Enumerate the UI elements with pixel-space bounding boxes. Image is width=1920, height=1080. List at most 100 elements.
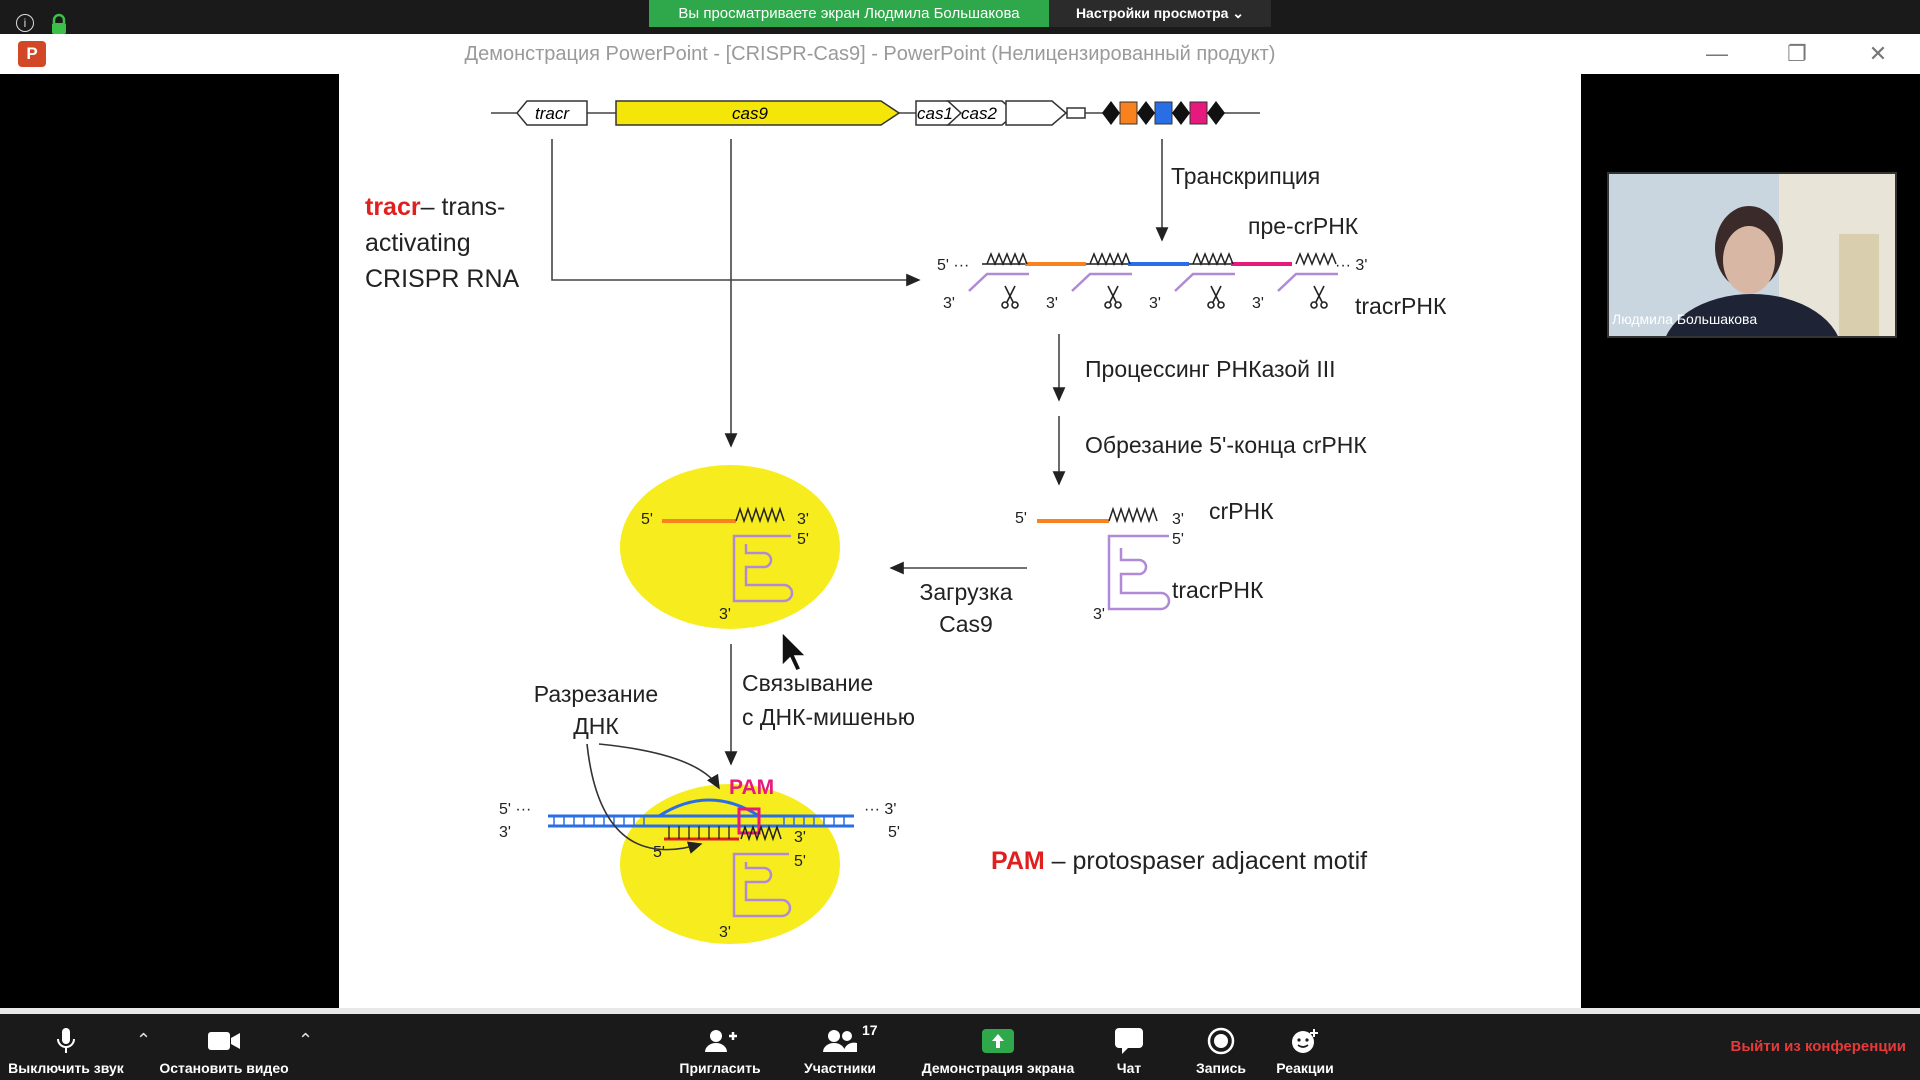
svg-text:с ДНК-мишенью: с ДНК-мишенью xyxy=(742,704,915,730)
add-person-icon xyxy=(703,1024,737,1058)
chat-button[interactable]: Чат xyxy=(1094,1014,1164,1080)
reactions-button[interactable]: Реакции xyxy=(1265,1014,1345,1080)
svg-text:cas2: cas2 xyxy=(961,104,997,123)
view-options-dropdown[interactable]: Настройки просмотра ⌄ xyxy=(1049,0,1271,27)
close-button[interactable]: ✕ xyxy=(1868,41,1888,66)
share-screen-icon xyxy=(981,1024,1015,1058)
share-screen-button[interactable]: Демонстрация экрана xyxy=(910,1014,1086,1080)
gene-cas9: cas9 xyxy=(615,100,901,126)
participants-count-badge: 17 xyxy=(862,1022,878,1038)
powerpoint-title-bar xyxy=(0,34,1920,74)
crispr-array xyxy=(1102,101,1225,125)
svg-text:ДНК: ДНК xyxy=(573,713,619,739)
pam-label: PAM xyxy=(729,776,774,799)
video-options-chevron-icon[interactable]: ⌃ xyxy=(298,1030,314,1050)
screen-share-banner: Вы просматриваете экран Людмила Большако… xyxy=(649,0,1049,27)
info-icon[interactable]: i xyxy=(16,14,34,32)
svg-text:3': 3' xyxy=(719,924,731,941)
svg-text:tracr: tracr xyxy=(535,104,570,123)
pre-crrna-label: пре-crРНК xyxy=(1248,213,1359,239)
svg-text:5': 5' xyxy=(888,824,900,841)
record-button[interactable]: Запись xyxy=(1186,1014,1256,1080)
svg-text:3': 3' xyxy=(794,829,806,846)
slide-bottom-divider xyxy=(0,1008,1920,1014)
svg-text:3': 3' xyxy=(943,295,955,312)
svg-text:3': 3' xyxy=(1046,295,1058,312)
tracr-definition: tracr– trans- activating CRISPR RNA xyxy=(365,193,520,293)
gene-cas2: cas2 xyxy=(946,100,1018,126)
processing-label: Процессинг РНКазой III xyxy=(1085,356,1336,382)
crispr-diagram: tracr cas9 cas1 cas2 tracr– trans- activ… xyxy=(365,100,1447,944)
svg-text:crРНК: crРНК xyxy=(1209,498,1274,524)
invite-button[interactable]: Пригласить xyxy=(670,1014,770,1080)
window-title: Демонстрация PowerPoint - [CRISPR-Cas9] … xyxy=(464,42,1276,65)
svg-text:Cas9: Cas9 xyxy=(939,611,993,637)
svg-text:CRISPR RNA: CRISPR RNA xyxy=(365,265,520,293)
share-screen-label: Демонстрация экрана xyxy=(921,1060,1075,1076)
participants-label: Участники xyxy=(804,1060,876,1076)
slide: tracr cas9 cas1 cas2 tracr– trans- activ… xyxy=(339,74,1581,1008)
record-label: Запись xyxy=(1195,1060,1246,1076)
svg-text:5': 5' xyxy=(653,844,665,861)
cut-arrow-upper xyxy=(598,743,720,790)
audio-options-chevron-icon[interactable]: ⌃ xyxy=(136,1030,152,1050)
svg-text:tracrРНК: tracrРНК xyxy=(1172,577,1264,603)
transcription-label: Транскрипция xyxy=(1171,163,1320,189)
invite-label: Пригласить xyxy=(679,1060,761,1076)
gene-cas1: cas1 xyxy=(915,100,963,126)
chat-label: Чат xyxy=(1116,1060,1142,1076)
svg-text:··· 3': ··· 3' xyxy=(1335,257,1367,274)
cutting-label: Разрезание xyxy=(534,681,658,707)
leave-meeting-button[interactable]: Выйти из конференции xyxy=(1730,1038,1906,1055)
target-dna-complex: 5' ··· 3' 3' 5' 3' 5' ··· 3' 5' PAM xyxy=(499,776,900,944)
restore-button[interactable]: ❐ xyxy=(1787,41,1807,66)
svg-text:5' ···: 5' ··· xyxy=(937,257,969,274)
participants-icon xyxy=(822,1024,858,1058)
svg-text:3': 3' xyxy=(1149,295,1161,312)
stop-video-label: Остановить видео xyxy=(159,1060,289,1076)
svg-text:3': 3' xyxy=(797,511,809,528)
stop-video-button[interactable]: Остановить видео xyxy=(158,1014,290,1080)
svg-text:tracr– trans-: tracr– trans- xyxy=(365,193,505,221)
pre-crrna-strand: 5' ··· ··· 3' 3' 3' 3' 3' tracrРНК xyxy=(937,251,1447,319)
svg-text:cas9: cas9 xyxy=(732,104,768,123)
video-camera-icon xyxy=(207,1024,241,1058)
tracrrna-top-label: tracrРНК xyxy=(1355,293,1447,319)
pam-definition: PAM – protospaser adjacent motif xyxy=(991,847,1367,875)
reactions-label: Реакции xyxy=(1276,1060,1334,1076)
participant-video-tile[interactable] xyxy=(1607,172,1897,338)
svg-text:5': 5' xyxy=(641,511,653,528)
minimize-button[interactable]: — xyxy=(1706,41,1728,66)
powerpoint-logo-icon: P xyxy=(18,41,46,67)
participant-avatar xyxy=(1609,174,1895,336)
loading-label: Загрузка xyxy=(919,579,1012,605)
svg-text:5': 5' xyxy=(797,531,809,548)
svg-text:5': 5' xyxy=(1172,531,1184,548)
microphone-icon xyxy=(56,1024,76,1058)
svg-text:5': 5' xyxy=(794,853,806,870)
participants-button[interactable]: Участники xyxy=(790,1014,890,1080)
svg-text:3': 3' xyxy=(1093,606,1105,623)
svg-text:5' ···: 5' ··· xyxy=(499,801,531,818)
tracr-arrow xyxy=(551,139,921,287)
smiley-icon xyxy=(1290,1024,1320,1058)
mouse-cursor-icon xyxy=(781,630,808,672)
chat-icon xyxy=(1114,1024,1144,1058)
mute-label: Выключить звук xyxy=(8,1060,124,1076)
cas9-complex: 5' 3' 5' 3' xyxy=(620,465,840,629)
svg-text:3': 3' xyxy=(1172,511,1184,528)
svg-text:cas1: cas1 xyxy=(917,104,953,123)
trimming-label: Обрезание 5'-конца crРНК xyxy=(1085,432,1367,458)
svg-text:3': 3' xyxy=(719,606,731,623)
crrna-tracrrna-duplex: 5' 3' 5' 3' crРНК tracrРНК xyxy=(1015,498,1274,623)
lock-icon[interactable] xyxy=(50,13,68,35)
mute-button[interactable]: Выключить звук xyxy=(0,1014,132,1080)
svg-text:3': 3' xyxy=(499,824,511,841)
svg-text:3': 3' xyxy=(1252,295,1264,312)
gene-unnamed xyxy=(1005,100,1068,126)
participant-name: Людмила Большакова xyxy=(1612,311,1758,327)
cut-arrow-lower xyxy=(586,743,703,854)
record-icon xyxy=(1207,1024,1235,1058)
leader-box xyxy=(1066,107,1086,119)
gene-tracr: tracr xyxy=(516,100,588,126)
